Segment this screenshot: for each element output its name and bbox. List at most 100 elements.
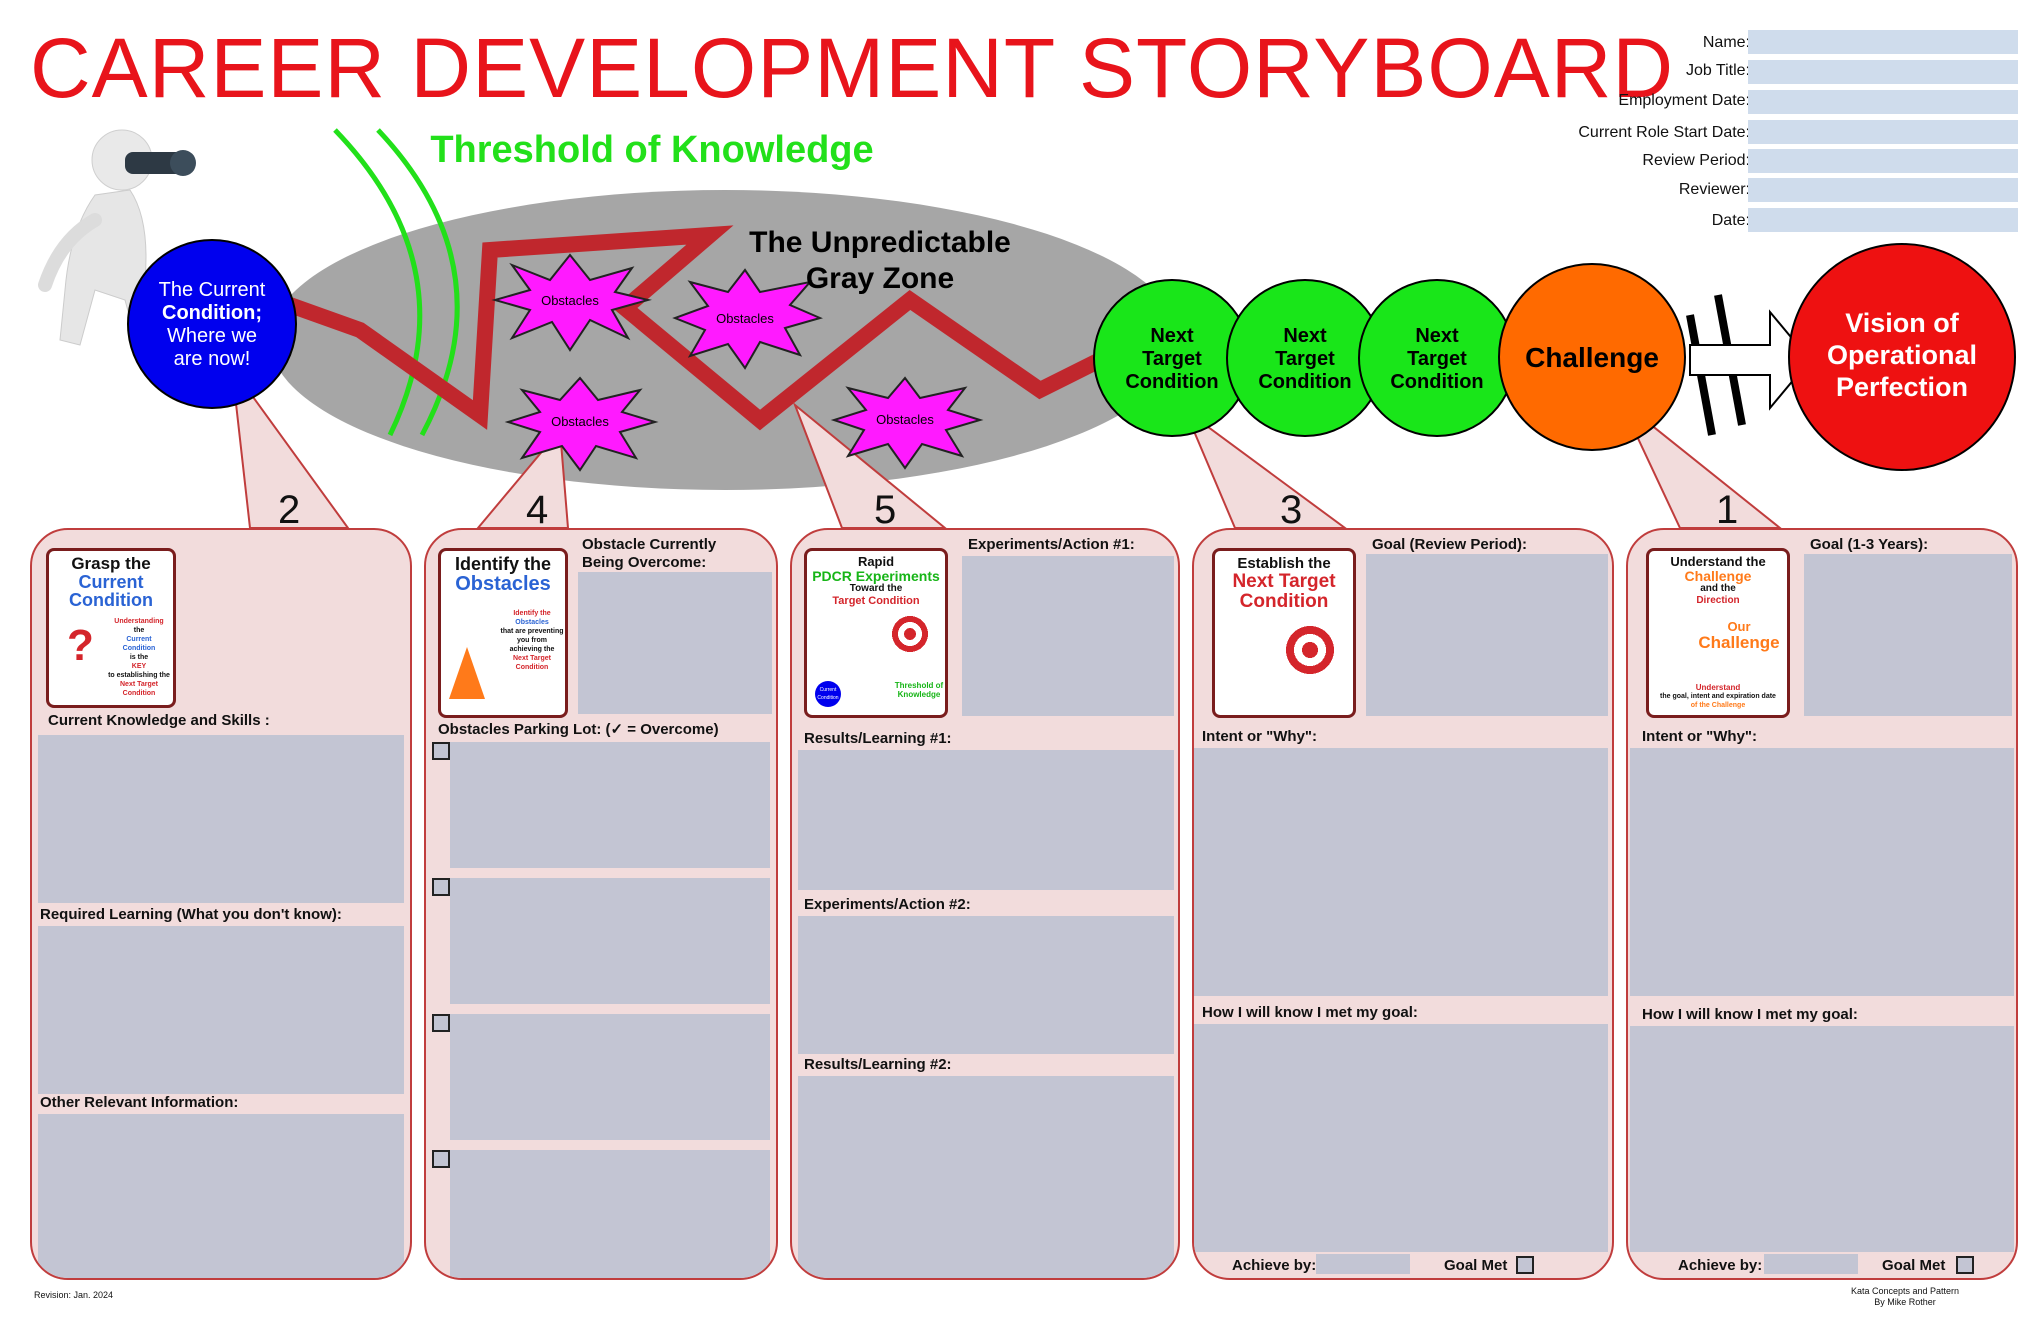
results-1-field[interactable] [798, 750, 1174, 890]
card-threshold-text: Threshold of Knowledge [894, 681, 944, 699]
know-goal-label: How I will know I met my goal: [1642, 1006, 1858, 1023]
obstacle-label-1: Obstacles [541, 293, 599, 308]
role-start-date-field[interactable] [1748, 120, 2018, 144]
card-text: Identify the Obstacles that are preventi… [500, 610, 564, 671]
date-label: Date: [1711, 212, 1750, 229]
card-title-1: Grasp the [71, 554, 151, 573]
card-title-2: Next Target [1232, 571, 1336, 592]
current-condition-text-4: are now! [174, 348, 251, 370]
obstacle-checkbox-3[interactable] [432, 1014, 450, 1032]
results-2-label: Results/Learning #2: [804, 1056, 952, 1073]
role-start-date-label: Current Role Start Date: [1578, 124, 1750, 141]
panel-identify-obstacles: Identify the Obstacles Identify the Obst… [424, 528, 778, 1280]
panel-grasp-current-condition: Grasp the Current Condition ? Understand… [30, 528, 412, 1280]
obstacle-checkbox-2[interactable] [432, 878, 450, 896]
arrow-right-icon [1689, 309, 1812, 411]
threshold-arc-1 [333, 128, 423, 437]
card-title-2: PDCR Experiments [812, 568, 940, 584]
date-field[interactable] [1748, 208, 2018, 232]
other-info-label: Other Relevant Information: [40, 1094, 239, 1111]
review-period-label: Review Period: [1642, 152, 1750, 169]
vision-text-3: Perfection [1836, 372, 1968, 402]
current-knowledge-field[interactable] [38, 735, 404, 903]
achieve-by-field[interactable] [1764, 1254, 1858, 1274]
obstacle-label-2: Obstacles [716, 311, 774, 326]
experiment-1-field[interactable] [962, 556, 1174, 716]
current-condition-text-2: Condition; [162, 302, 262, 324]
achieve-by-field[interactable] [1316, 1254, 1410, 1274]
challenge-text: Challenge [1525, 342, 1659, 373]
card-title-3: Toward the [849, 583, 903, 594]
svg-text:Next: Next [1150, 325, 1194, 347]
obstacle-overcoming-label-1: Obstacle Currently [582, 536, 717, 553]
card-title-3: Condition [1239, 591, 1329, 612]
intent-label: Intent or "Why": [1202, 728, 1318, 745]
obstacle-burst-4: Obstacles [830, 376, 984, 470]
obstacle-overcoming-label-2: Being Overcome: [582, 554, 707, 571]
review-period-field[interactable] [1748, 149, 2018, 173]
parking-lot-field-1[interactable] [450, 742, 770, 868]
name-label: Name: [1702, 34, 1750, 51]
intent-field[interactable] [1194, 748, 1608, 996]
step-number-5: 5 [874, 488, 897, 532]
required-learning-field[interactable] [38, 926, 404, 1094]
obstacle-checkbox-1[interactable] [432, 742, 450, 760]
svg-text:Condition: Condition [1258, 371, 1351, 393]
identify-obstacles-card: Identify the Obstacles Identify the Obst… [438, 548, 568, 718]
know-goal-field[interactable] [1630, 1026, 2014, 1252]
card-title-3: Condition [69, 590, 153, 610]
card-title-3: and the [1700, 583, 1736, 594]
know-goal-field[interactable] [1194, 1024, 1608, 1252]
intent-label: Intent or "Why": [1642, 728, 1758, 745]
next-target-condition-2: Next Target Condition [1226, 279, 1384, 437]
parking-lot-field-3[interactable] [450, 1014, 770, 1140]
intent-field[interactable] [1630, 748, 2014, 996]
experiment-2-label: Experiments/Action #2: [804, 896, 971, 913]
vision-text-1: Vision of [1845, 308, 1960, 338]
goal-years-field[interactable] [1804, 554, 2012, 716]
threshold-label: Threshold of Knowledge [430, 129, 873, 171]
current-condition-text-1: The Current [159, 279, 266, 301]
parking-lot-field-2[interactable] [450, 878, 770, 1004]
know-goal-label: How I will know I met my goal: [1202, 1004, 1418, 1021]
name-field[interactable] [1748, 30, 2018, 54]
job-title-field[interactable] [1748, 60, 2018, 84]
panel-pdcr-experiments: Rapid PDCR Experiments Toward the Target… [790, 528, 1180, 1280]
obstacle-checkbox-4[interactable] [432, 1150, 450, 1168]
obstacle-overcoming-field[interactable] [578, 572, 772, 714]
obstacle-label-4: Obstacles [876, 412, 934, 427]
vision-circle [1788, 243, 2016, 471]
goal-met-label: Goal Met [1444, 1257, 1508, 1274]
required-learning-label: Required Learning (What you don't know): [40, 906, 342, 923]
credit-text-1: Kata Concepts and Pattern [1850, 1286, 1960, 1296]
goal-years-label: Goal (1-3 Years): [1810, 536, 1929, 553]
experiment-1-label: Experiments/Action #1: [968, 536, 1135, 553]
obstacle-burst-1: Obstacles [491, 253, 652, 352]
step-number-4: 4 [526, 488, 549, 532]
svg-text:Target: Target [1275, 348, 1335, 370]
vision-text-2: Operational [1827, 340, 1977, 370]
goal-review-field[interactable] [1366, 554, 1608, 716]
goal-met-checkbox[interactable] [1516, 1256, 1534, 1274]
achieve-by-label: Achieve by: [1232, 1257, 1317, 1274]
goal-met-checkbox[interactable] [1956, 1256, 1974, 1274]
current-condition-mini: Current Condition [815, 681, 841, 707]
job-title-label: Job Title: [1685, 62, 1750, 79]
results-1-label: Results/Learning #1: [804, 730, 952, 747]
parking-lot-field-4[interactable] [450, 1150, 770, 1278]
question-mark-icon: ? [67, 621, 94, 670]
kata-diagram: The Current Condition; Where we are now!… [38, 128, 2016, 529]
reviewer-field[interactable] [1748, 178, 2018, 202]
svg-text:Condition: Condition [1390, 371, 1483, 393]
current-condition-text-3: Where we [167, 325, 257, 347]
results-2-field[interactable] [798, 1076, 1174, 1278]
employment-date-field[interactable] [1748, 90, 2018, 114]
credit-text-2: By Mike Rother [1874, 1297, 1936, 1307]
experiment-2-field[interactable] [798, 916, 1174, 1054]
card-title-2: Challenge [1684, 568, 1752, 584]
card-title-1: Rapid [857, 554, 895, 569]
other-info-field[interactable] [38, 1114, 404, 1278]
obstacle-label-3: Obstacles [551, 414, 609, 429]
parking-lot-label: Obstacles Parking Lot: (✓ = Overcome) [438, 721, 719, 738]
path-line [287, 225, 1104, 431]
